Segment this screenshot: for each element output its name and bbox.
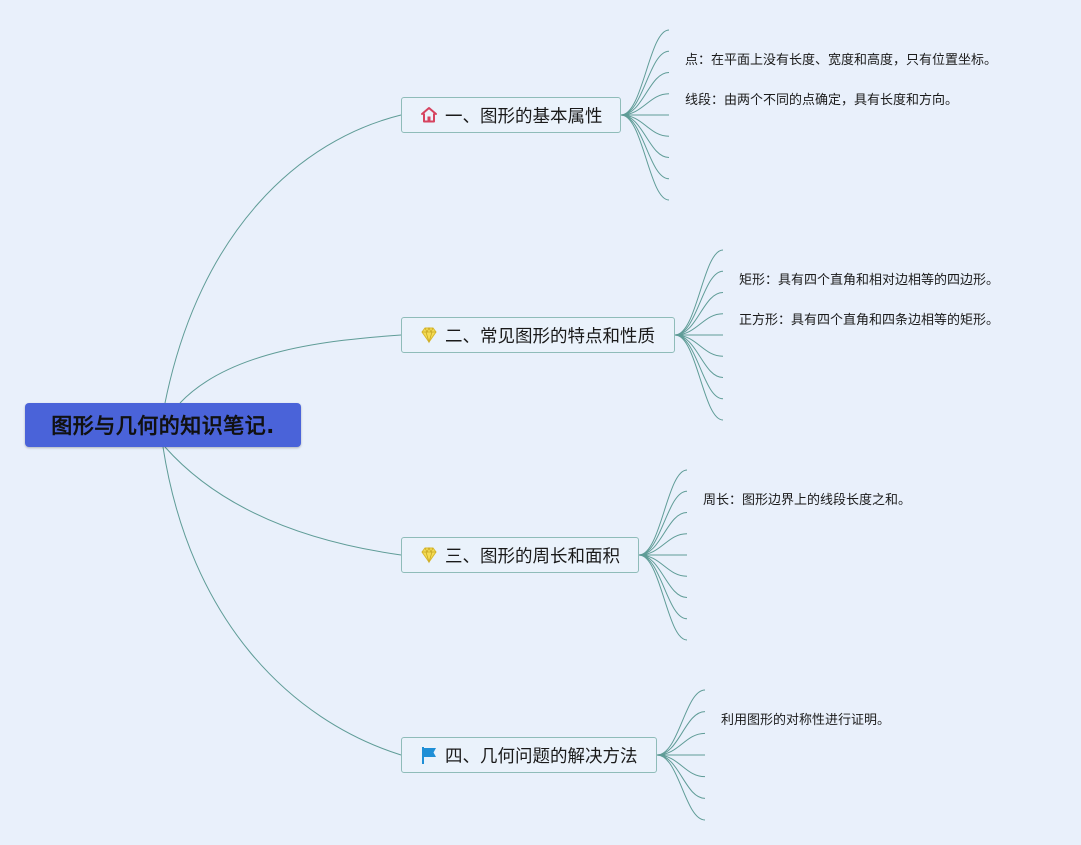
diamond-icon bbox=[418, 544, 440, 566]
leaf-connector bbox=[620, 50, 670, 116]
leaf-connector bbox=[638, 554, 688, 641]
branch-label: 四、几何问题的解决方法 bbox=[445, 746, 638, 767]
leaf-connector bbox=[638, 469, 688, 556]
leaf-connector bbox=[674, 249, 724, 336]
leaf-node[interactable]: 矩形：具有四个直角和相对边相等的四边形。 bbox=[739, 273, 1000, 288]
leaf-connector bbox=[638, 512, 688, 556]
leaf-connector bbox=[656, 689, 706, 756]
leaf-connector bbox=[656, 754, 706, 799]
leaf-connector bbox=[656, 754, 706, 821]
leaf-connector bbox=[656, 754, 706, 778]
leaf-connector bbox=[620, 29, 670, 116]
branch-node-solution-methods[interactable]: 四、几何问题的解决方法 bbox=[401, 737, 657, 773]
branch-label: 一、图形的基本属性 bbox=[445, 106, 603, 127]
leaf-connector bbox=[638, 533, 688, 556]
leaf-node[interactable]: 利用图形的对称性进行证明。 bbox=[721, 713, 891, 728]
leaf-connector bbox=[620, 114, 670, 201]
leaf-connector bbox=[674, 334, 724, 421]
root-connector bbox=[162, 446, 402, 756]
leaf-connector bbox=[620, 72, 670, 116]
leaf-node[interactable]: 周长：图形边界上的线段长度之和。 bbox=[703, 493, 912, 508]
leaf-node[interactable]: 线段：由两个不同的点确定，具有长度和方向。 bbox=[685, 93, 959, 108]
flag-icon bbox=[418, 744, 440, 766]
leaf-connector bbox=[674, 292, 724, 336]
root-connector bbox=[164, 114, 402, 404]
root-connector bbox=[164, 446, 402, 556]
leaf-connector bbox=[656, 732, 706, 756]
root-node[interactable]: 图形与几何的知识笔记. bbox=[25, 403, 301, 447]
leaf-connector bbox=[620, 114, 670, 158]
root-connector bbox=[179, 334, 402, 404]
leaf-connector bbox=[638, 490, 688, 556]
leaf-connector bbox=[674, 334, 724, 378]
house-icon bbox=[418, 104, 440, 126]
branch-node-common-shapes[interactable]: 二、常见图形的特点和性质 bbox=[401, 317, 675, 353]
root-node-label: 图形与几何的知识笔记. bbox=[51, 414, 275, 438]
branch-node-perimeter-area[interactable]: 三、图形的周长和面积 bbox=[401, 537, 639, 573]
leaf-connector bbox=[674, 270, 724, 336]
leaf-connector bbox=[620, 93, 670, 116]
branch-label: 三、图形的周长和面积 bbox=[445, 546, 620, 567]
leaf-node[interactable]: 正方形：具有四个直角和四条边相等的矩形。 bbox=[739, 313, 1000, 328]
leaf-connector bbox=[674, 313, 724, 336]
leaf-connector bbox=[638, 554, 688, 598]
branch-node-basic-properties[interactable]: 一、图形的基本属性 bbox=[401, 97, 621, 133]
diamond-icon bbox=[418, 324, 440, 346]
leaf-connector bbox=[656, 711, 706, 756]
leaf-node[interactable]: 点：在平面上没有长度、宽度和高度，只有位置坐标。 bbox=[685, 53, 998, 68]
branch-label: 二、常见图形的特点和性质 bbox=[445, 326, 655, 347]
